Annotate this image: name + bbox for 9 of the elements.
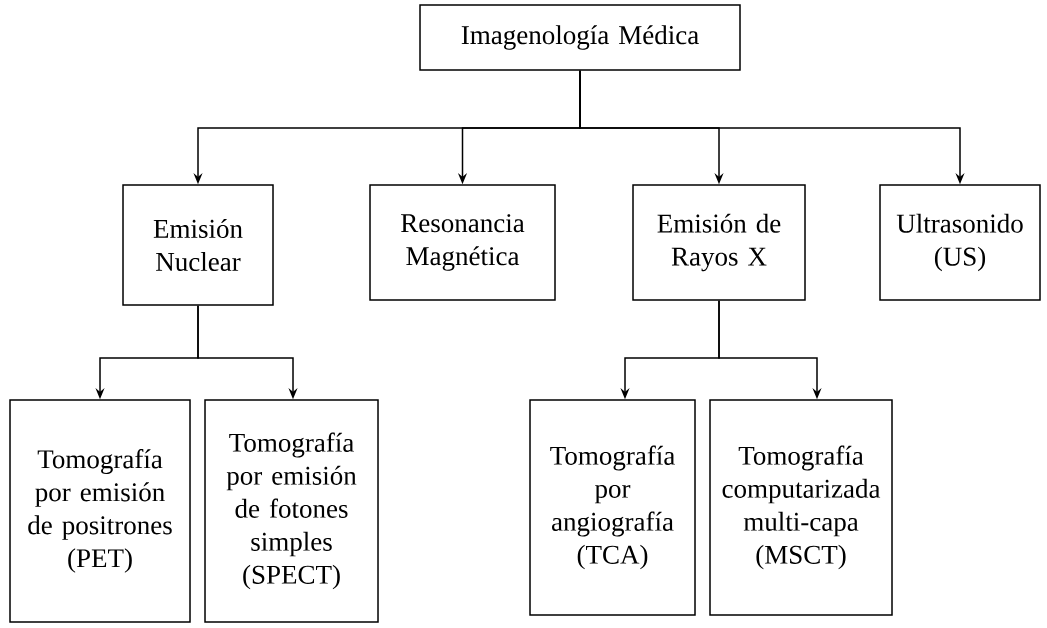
category-box: Resonancia Magnética: [369, 184, 556, 301]
category-box: Ultrasonido (US): [879, 184, 1041, 301]
category-box: Tomografía por emisión de fotones simples (SPECT): [204, 399, 379, 623]
category-box: Tomografía por angiografía (TCA): [529, 399, 696, 616]
category-box: Tomografía por emisión de positrones (PET): [9, 399, 191, 623]
category-box: Emisión de Rayos X: [632, 184, 806, 301]
category-box: Emisión Nuclear: [122, 184, 274, 306]
category-box: Tomografía computarizada multi-capa (MSCT): [709, 399, 893, 616]
category-box: Imagenología Médica: [419, 4, 741, 71]
